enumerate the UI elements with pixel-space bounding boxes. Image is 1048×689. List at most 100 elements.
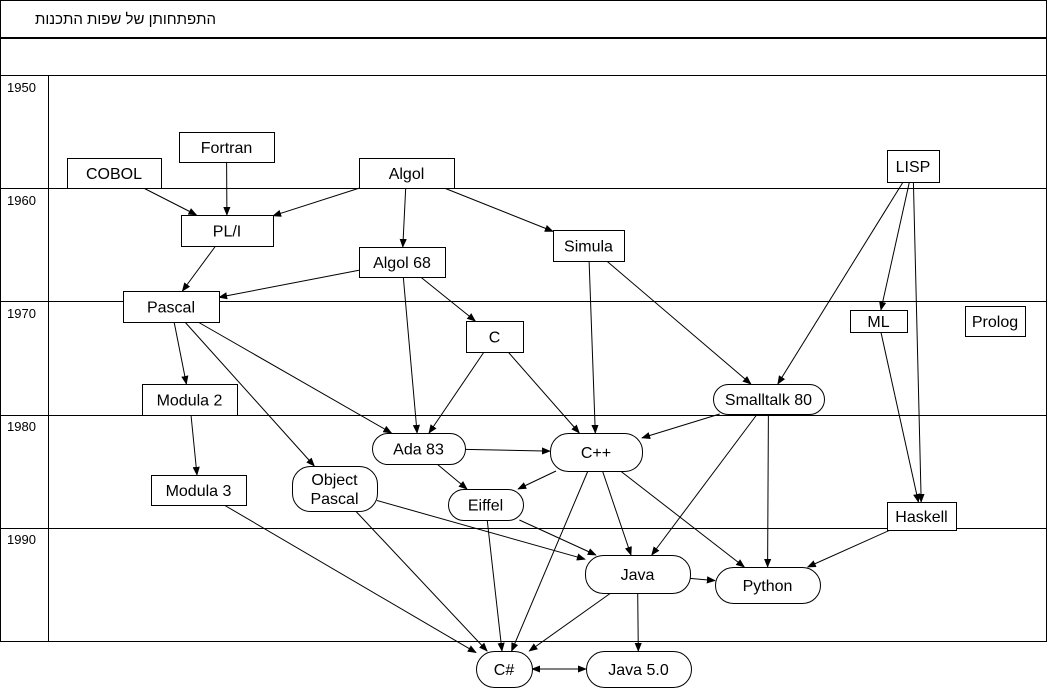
node-label: C# <box>494 662 515 679</box>
year-labels: 1950 1960 1970 1980 1990 <box>7 80 36 547</box>
node-label: Algol <box>389 166 425 183</box>
node-box <box>67 158 162 189</box>
year-label: 1970 <box>7 306 36 321</box>
node-label: Modula 2 <box>157 393 223 410</box>
edge-modula2-to-modula3 <box>190 414 200 476</box>
node-modula2: Modula 2 <box>142 384 238 416</box>
node-label: Haskell <box>895 509 947 526</box>
node-box <box>181 215 274 247</box>
node-box <box>359 158 455 189</box>
node-label: Java <box>621 567 655 584</box>
edge-pascal-to-modula2 <box>173 321 189 385</box>
edge-cpp-to-python <box>620 470 746 568</box>
node-label: Object <box>311 472 358 489</box>
node-box <box>887 502 957 531</box>
edge-cpp-to-csharp <box>511 470 589 652</box>
node-box <box>713 384 825 415</box>
edge-smalltalk80-to-cpp <box>641 413 720 439</box>
edge-ml-to-haskell <box>880 331 921 503</box>
edge-modula3-to-csharp <box>223 504 477 654</box>
node-label: C++ <box>581 445 611 462</box>
node-prolog: Prolog <box>965 306 1026 337</box>
node-box <box>292 466 378 512</box>
edge-lisp-to-haskell <box>912 181 925 503</box>
node-box <box>179 132 275 163</box>
node-fortran: Fortran <box>179 132 275 163</box>
year-label: 1990 <box>7 532 36 547</box>
node-python: Python <box>715 567 821 604</box>
node-label: Java 5.0 <box>608 662 669 679</box>
node-csharp: C# <box>476 651 533 688</box>
node-pascal: Pascal <box>123 291 220 323</box>
edge-algol-to-pli <box>272 187 360 217</box>
edge-smalltalk80-to-python <box>764 413 772 568</box>
node-label: Algol 68 <box>373 255 431 272</box>
node-pli: PL/I <box>181 215 274 247</box>
edge-java-to-python <box>689 576 716 584</box>
edge-cobol-to-pli <box>143 187 198 216</box>
year-label: 1950 <box>7 80 36 95</box>
node-label: Pascal <box>310 491 358 508</box>
edge-eiffel-to-java <box>519 519 597 556</box>
edges-layer <box>143 161 925 673</box>
node-label: Pascal <box>147 300 195 317</box>
node-box <box>715 567 821 604</box>
node-box <box>359 247 446 278</box>
node-algol68: Algol 68 <box>359 247 446 278</box>
node-box <box>466 321 524 353</box>
node-label: PL/I <box>213 224 241 241</box>
node-label: Modula 3 <box>166 483 232 500</box>
node-box <box>553 230 625 262</box>
node-haskell: Haskell <box>887 502 957 531</box>
header-blank-row <box>0 38 1047 76</box>
edge-cpp-to-java <box>602 470 632 556</box>
node-label: C <box>489 330 501 347</box>
edge-algol68-to-pascal <box>218 269 360 300</box>
node-label: ML <box>867 314 889 331</box>
node-label: Fortran <box>201 140 253 157</box>
node-box <box>476 651 533 688</box>
node-label: COBOL <box>86 166 142 183</box>
node-box <box>448 489 524 521</box>
node-java5: Java 5.0 <box>586 651 692 688</box>
node-box <box>550 433 643 472</box>
edge-cpp-to-eiffel <box>517 470 557 490</box>
edge-simula-to-smalltalk80 <box>606 260 752 385</box>
edge-algol-to-simula <box>444 187 554 232</box>
node-lisp: LISP <box>887 150 940 183</box>
edge-java-to-csharp <box>528 592 612 652</box>
node-box <box>151 475 247 506</box>
node-ml: ML <box>850 310 908 333</box>
node-ada83: Ada 83 <box>372 433 466 465</box>
node-label: Ada 83 <box>393 442 444 459</box>
year-label: 1960 <box>7 193 36 208</box>
node-label: Eiffel <box>468 498 503 515</box>
node-eiffel: Eiffel <box>448 489 524 521</box>
node-box <box>142 384 238 416</box>
node-box <box>850 310 908 333</box>
year-label: 1980 <box>7 419 36 434</box>
edge-c-to-cpp <box>507 351 580 434</box>
node-modula3: Modula 3 <box>151 475 247 506</box>
node-label: Prolog <box>972 314 1018 331</box>
edge-lisp-to-smalltalk80 <box>777 181 904 385</box>
edge-pascal-to-objectpascal <box>184 321 315 467</box>
title-row <box>0 0 1047 38</box>
node-box <box>586 651 692 688</box>
node-label: LISP <box>896 159 931 176</box>
timeline-area <box>0 75 1047 642</box>
edge-java-to-java5 <box>634 592 642 652</box>
node-cpp: C++ <box>550 433 643 472</box>
edge-eiffel-to-csharp <box>486 519 505 652</box>
node-label: Simula <box>564 239 613 256</box>
edge-objectpascal-to-java <box>376 500 586 561</box>
edge-algol-to-algol68 <box>399 187 407 248</box>
edge-simula-to-cpp <box>588 260 599 434</box>
node-box <box>585 555 691 594</box>
node-box <box>887 150 940 183</box>
edge-ada83-to-eiffel <box>436 463 468 490</box>
edge-pli-to-pascal <box>181 245 217 292</box>
